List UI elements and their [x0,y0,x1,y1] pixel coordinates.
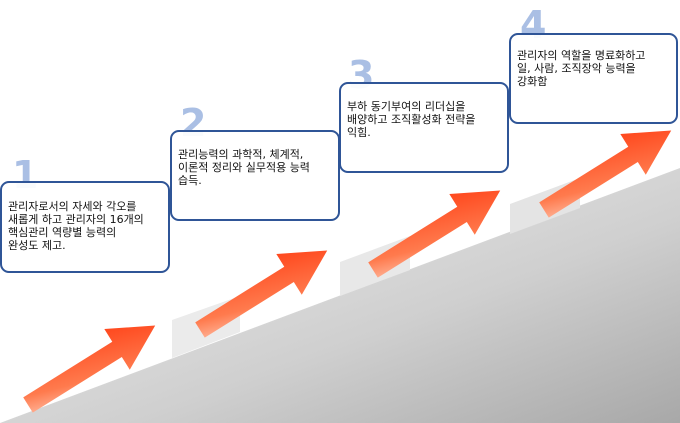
arrow-4 [539,130,672,218]
step-text-3: 부하 동기부여의 리더십을 배양하고 조직활성화 전략을 익힘. [347,100,476,139]
arrow-3 [368,190,501,278]
step-box-1: 관리자로서의 자세와 각오를 새롭게 하고 관리자의 16개의 핵심관리 역량별… [0,181,170,273]
step-box-4: 관리자의 역할을 명료화하고 일, 사람, 조직장악 능력을 강화함 [509,33,678,124]
step-box-2: 관리능력의 과학적, 체계적, 이론적 정리와 실무적용 능력 습득. [170,130,340,221]
step-text-4: 관리자의 역할을 명료화하고 일, 사람, 조직장악 능력을 강화함 [517,49,646,88]
step-text-1: 관리자로서의 자세와 각오를 새롭게 하고 관리자의 16개의 핵심관리 역량별… [8,200,144,252]
step-text-2: 관리능력의 과학적, 체계적, 이론적 정리와 실무적용 능력 습득. [178,148,310,187]
arrow-2 [195,250,328,338]
step-box-3: 부하 동기부여의 리더십을 배양하고 조직활성화 전략을 익힘. [339,82,509,173]
arrow-1 [23,325,156,413]
